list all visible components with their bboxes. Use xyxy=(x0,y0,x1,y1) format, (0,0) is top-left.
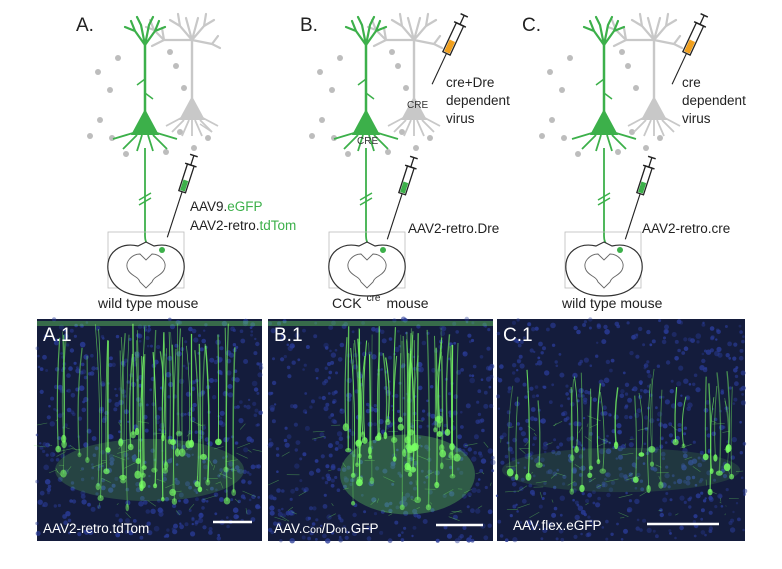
cre-tag-ghost: CRE xyxy=(407,100,428,111)
cortex-virus-line-1: cre+Dre xyxy=(446,75,494,90)
cre-tag-soma: CRE xyxy=(357,136,378,147)
micrograph-b1-letter: B.1 xyxy=(274,325,303,346)
axon-arrow xyxy=(199,123,213,133)
retro-virus-label: AAV2-retro.tdTom xyxy=(190,218,296,233)
panel-a-schematic: A. AAV9.eGFP AAV2-retro.tdTom wild type … xyxy=(76,12,296,311)
cortex-virus-line-2: dependent xyxy=(682,93,746,108)
gray-cell-dots xyxy=(539,49,663,157)
micrograph-c1-label: AAV.flex.eGFP xyxy=(513,518,602,533)
cortex-virus-line-3: virus xyxy=(446,111,475,126)
injection-site xyxy=(159,247,165,253)
ghost-pyramidal-neuron xyxy=(606,12,684,138)
spinal-cord-section xyxy=(107,241,185,297)
neuron-fibers xyxy=(500,369,744,519)
labelled-pyramidal-neuron xyxy=(111,15,179,153)
micrograph-a1-letter: A.1 xyxy=(43,325,72,346)
retro-virus-label: AAV2-retro.Dre xyxy=(408,221,499,236)
spinal-cord-section xyxy=(565,241,643,297)
micrograph-a1: A.1 AAV2-retro.tdTom xyxy=(33,317,264,541)
micrograph-b1: B.1 AAV.Con/Don.GFP xyxy=(267,316,496,544)
micrograph-c1: C.1 AAV.flex.eGFP xyxy=(495,317,748,543)
mouse-label: wild type mouse xyxy=(97,295,199,311)
projection-axon xyxy=(365,148,382,251)
axon-break-mark xyxy=(359,192,373,206)
micrograph-a1-label: AAV2-retro.tdTom xyxy=(43,521,149,536)
ghost-pyramidal-neuron xyxy=(144,12,222,138)
cortex-virus-line-3: virus xyxy=(682,111,711,126)
micrograph-b1-label: AAV.Con/Don.GFP xyxy=(274,521,379,536)
panel-b-letter: B. xyxy=(300,15,318,36)
neuron-fibers xyxy=(268,321,493,522)
panel-b-schematic: B. CRE CRE cre+Dre dependent virus AAV2-… xyxy=(300,11,510,311)
retro-virus-label: AAV2-retro.cre xyxy=(642,221,730,236)
micrograph-c1-letter: C.1 xyxy=(503,325,533,346)
injection-site xyxy=(380,247,386,253)
nuclei-texture xyxy=(495,317,748,543)
ghost-pyramidal-neuron xyxy=(366,12,444,138)
cortex-virus-line-1: cre xyxy=(682,75,701,90)
axon-break-mark xyxy=(597,192,611,206)
panel-a-letter: A. xyxy=(76,15,94,36)
projection-axon xyxy=(144,148,161,251)
neuron-fibers xyxy=(33,321,262,519)
injection-site xyxy=(617,247,623,253)
injection-virus-label: AAV9.eGFP xyxy=(190,199,263,214)
projection-axon xyxy=(603,148,620,251)
panel-c-letter: C. xyxy=(522,15,541,36)
axon-break-mark xyxy=(138,192,152,206)
mouse-label: wild type mouse xyxy=(561,295,663,311)
labelled-pyramidal-neuron xyxy=(332,15,400,153)
panel-c-schematic: C. cre dependent virus AAV2-retro.cre wi… xyxy=(522,11,746,311)
cortex-virus-line-2: dependent xyxy=(446,93,510,108)
spinal-cord-section xyxy=(328,241,406,297)
